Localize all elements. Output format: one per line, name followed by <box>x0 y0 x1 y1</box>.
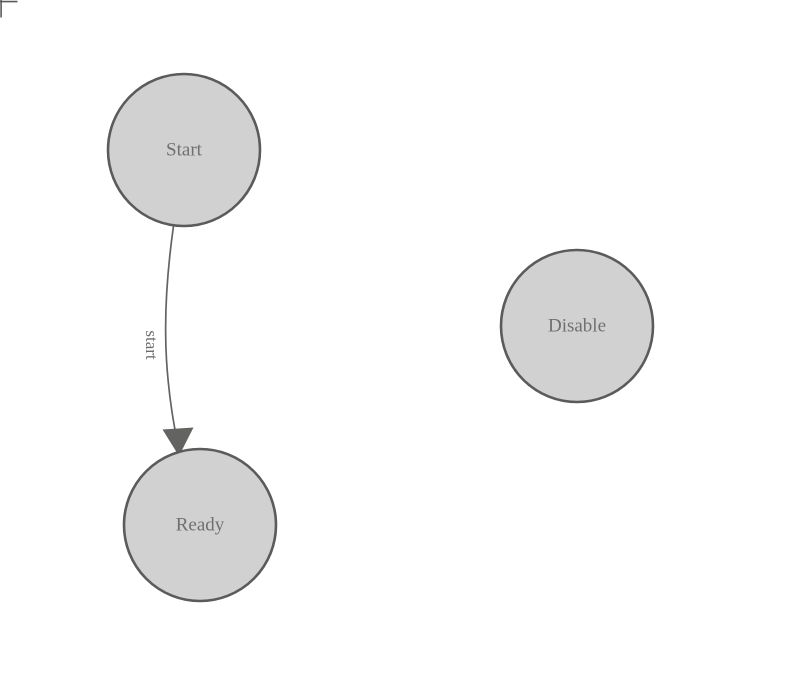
edge-label-start: start <box>142 330 161 360</box>
state-node-disable-circle[interactable] <box>499 248 655 404</box>
state-node-ready[interactable]: Ready <box>122 447 278 603</box>
state-node-disable-label: Disable <box>548 315 606 336</box>
state-node-start-circle[interactable] <box>106 72 262 228</box>
arrow-head-icon <box>162 427 194 456</box>
state-node-ready-label: Ready <box>176 514 225 535</box>
state-node-start[interactable]: Start <box>106 72 262 228</box>
edge-start-to-ready[interactable]: start <box>142 225 194 456</box>
state-node-disable[interactable]: Disable <box>499 248 655 404</box>
top-left-corner-bracket <box>0 0 18 18</box>
state-node-start-label: Start <box>166 139 203 160</box>
edge-start-to-ready-line <box>164 225 180 449</box>
state-node-ready-circle[interactable] <box>122 447 278 603</box>
